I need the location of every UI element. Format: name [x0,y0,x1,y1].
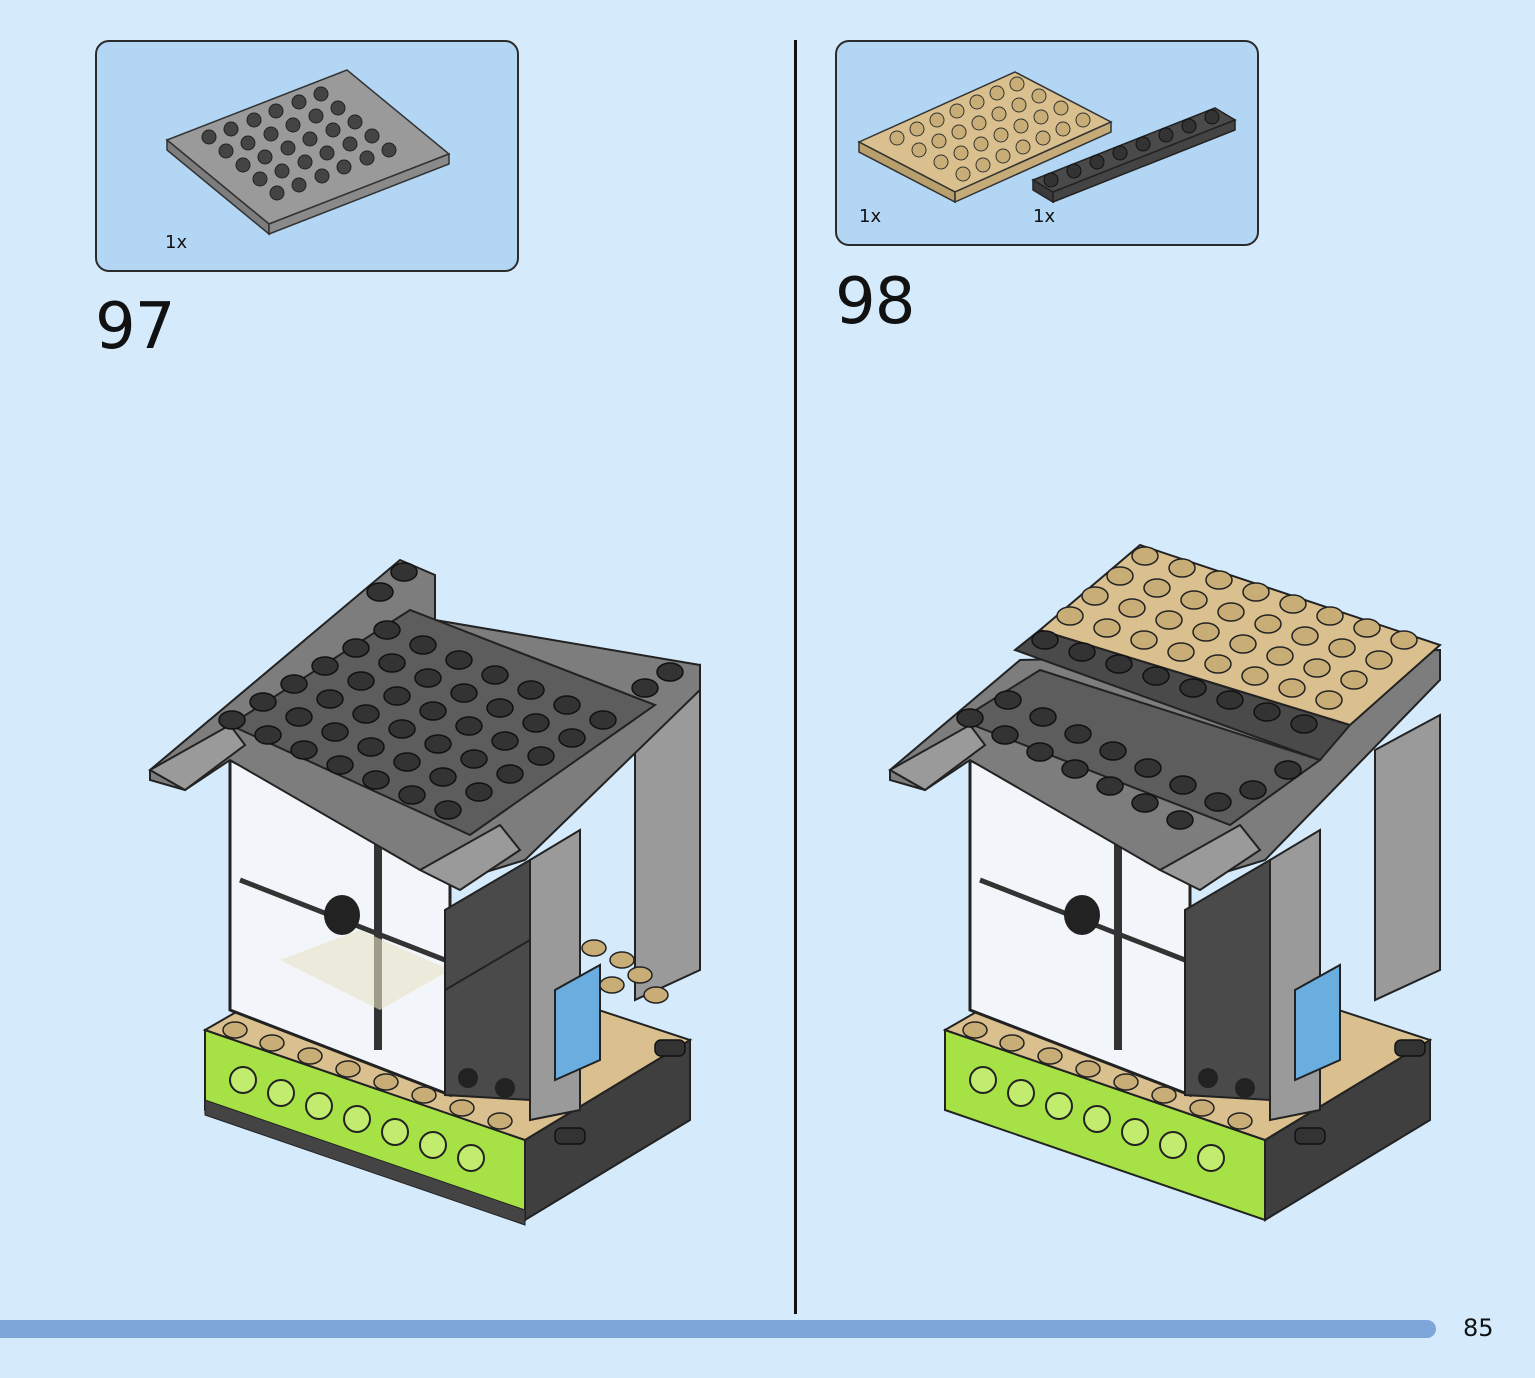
part-quantity: 1x [859,206,882,227]
part-quantity: 1x [165,232,188,253]
parts-list-step-98: 1x 1x [835,40,1259,246]
step-number-98: 98 [835,265,915,339]
part-quantity: 1x [1033,206,1056,227]
page-progress-bar [0,1320,1436,1338]
step-number-97: 97 [95,290,175,364]
parts-list-step-97: 1x [95,40,519,272]
step-divider [794,40,797,1314]
gray-plate-6x8-image [165,69,451,236]
tan-plate-4x8-image [857,71,1237,204]
page-number: 85 [1463,1314,1494,1342]
